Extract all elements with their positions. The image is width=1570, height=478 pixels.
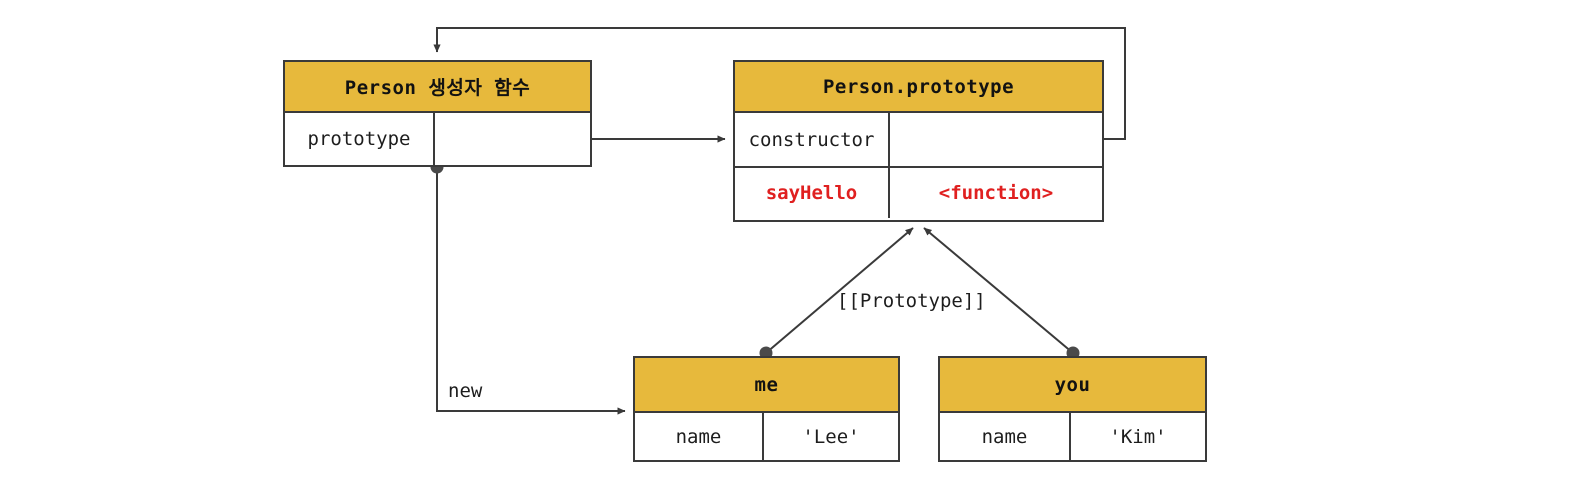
- cell-key-you-name: name: [940, 413, 1071, 460]
- table-row: prototype: [285, 113, 590, 165]
- table-row: sayHello <function>: [735, 166, 1102, 218]
- box-me-object-header: me: [635, 358, 898, 413]
- label-new-operator: new: [448, 380, 483, 402]
- box-me-object[interactable]: me name 'Lee': [633, 356, 900, 462]
- box-person-constructor-header: Person 생성자 함수: [285, 62, 590, 113]
- cell-key-constructor: constructor: [735, 113, 890, 166]
- box-person-constructor[interactable]: Person 생성자 함수 prototype: [283, 60, 592, 167]
- box-you-object-header: you: [940, 358, 1205, 413]
- cell-value-you-name: 'Kim': [1109, 425, 1167, 448]
- cell-key-sayhello: sayHello: [735, 168, 890, 218]
- cell-value-constructor: [890, 113, 1102, 166]
- cell-value-sayhello: <function>: [938, 182, 1054, 204]
- table-row: constructor: [735, 113, 1102, 166]
- table-row: name 'Lee': [635, 413, 898, 460]
- cell-key-prototype: prototype: [285, 113, 435, 165]
- box-you-object[interactable]: you name 'Kim': [938, 356, 1207, 462]
- box-person-prototype[interactable]: Person.prototype constructor sayHello <f…: [733, 60, 1104, 222]
- box-person-prototype-header: Person.prototype: [735, 62, 1102, 113]
- label-prototype-link: [[Prototype]]: [837, 290, 986, 312]
- cell-value-prototype: [435, 113, 590, 165]
- cell-key-me-name: name: [635, 413, 764, 460]
- cell-value-me-name: 'Lee': [802, 425, 860, 448]
- table-row: name 'Kim': [940, 413, 1205, 460]
- edge-new-operator: [430, 160, 626, 415]
